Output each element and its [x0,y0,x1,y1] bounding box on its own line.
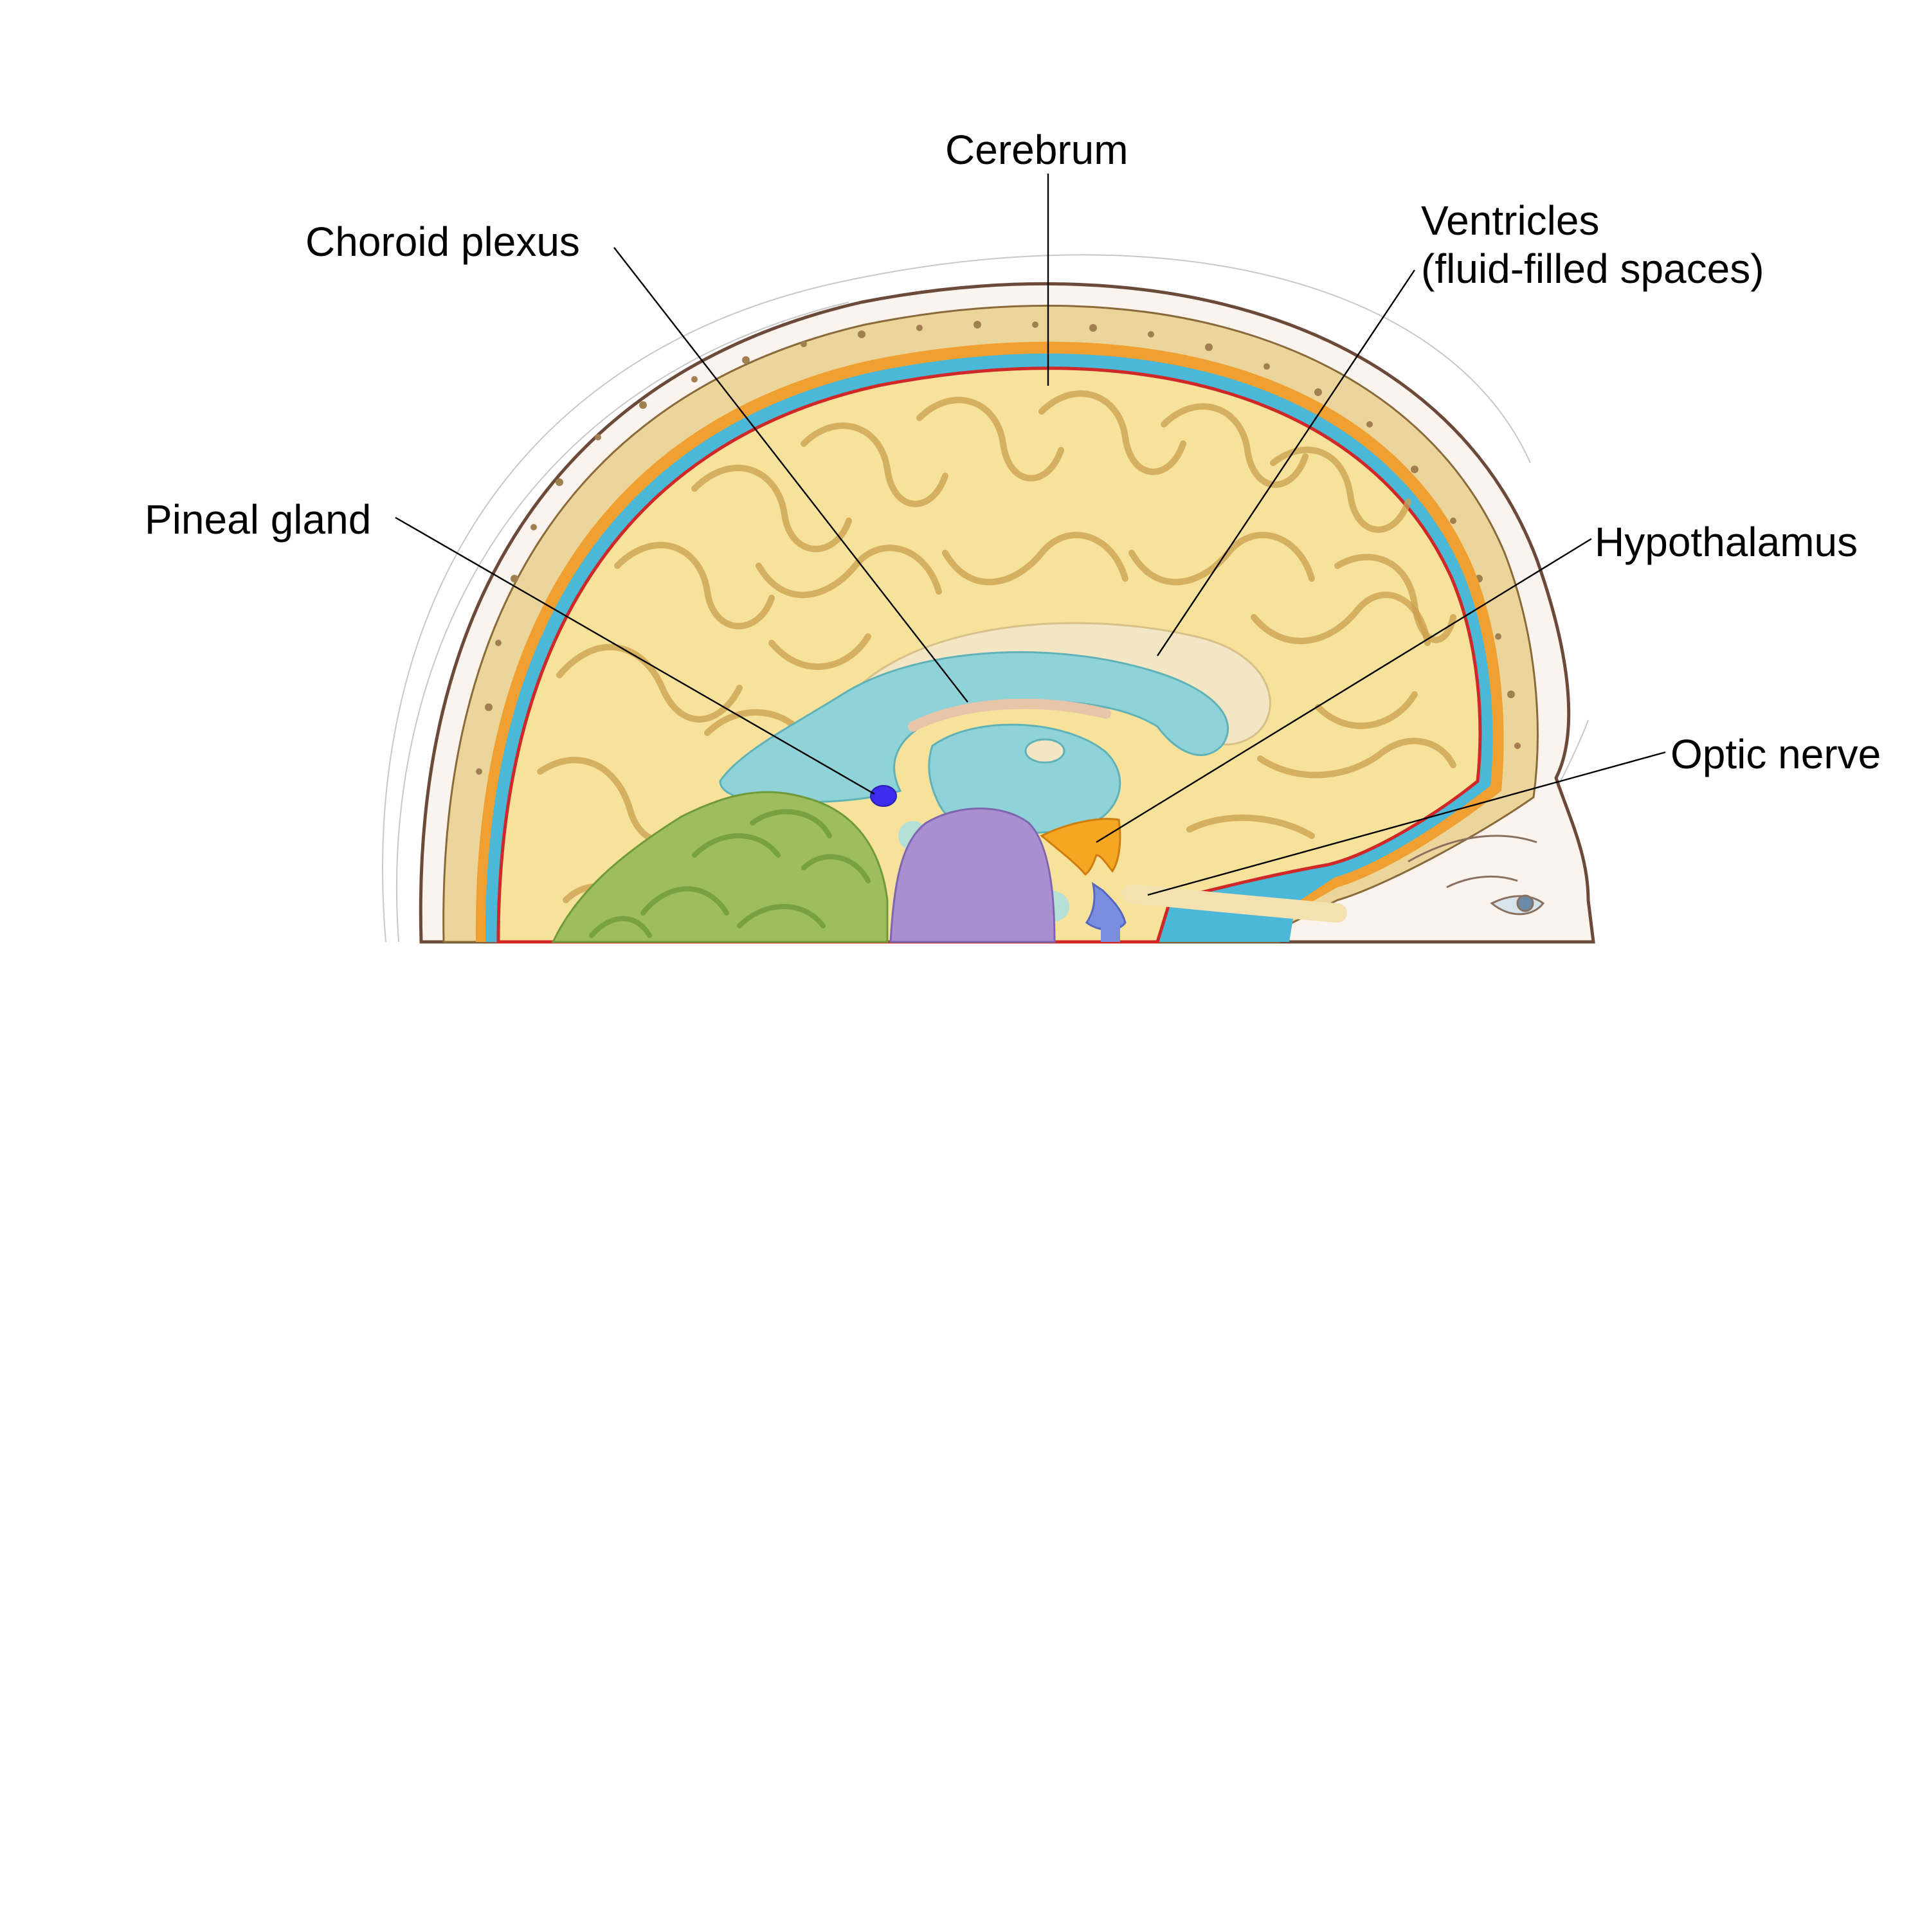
face-profile [1408,835,1545,916]
choroid-plexus [908,698,1111,732]
label-choroid-plexus: Choroid plexus [305,219,580,265]
labels: Cerebrum Choroid plexus Ventricles (flui… [145,127,1881,777]
label-ventricles-subtitle: (fluid-filled spaces) [1421,246,1764,292]
pineal-gland [870,785,897,807]
leader-lines [395,174,1666,896]
interthalamic-adhesion [1024,738,1065,764]
cerebellum-folia [589,809,871,938]
label-ventricles: Ventricles [1421,197,1599,244]
cerebral-gyri [537,390,1456,929]
label-hypothalamus: Hypothalamus [1595,519,1858,565]
label-pineal-gland: Pineal gland [145,496,371,543]
ventricles [719,651,1229,804]
label-cerebrum: Cerebrum [945,127,1128,173]
pituitary-stalk [1101,890,1120,942]
brainstem [889,808,1056,943]
hypothalamus [1040,818,1121,876]
optic-nerve-band [1122,884,1347,923]
skull-speckles [476,321,1521,840]
label-optic-nerve: Optic nerve [1671,731,1881,777]
cerebellum [551,791,889,943]
